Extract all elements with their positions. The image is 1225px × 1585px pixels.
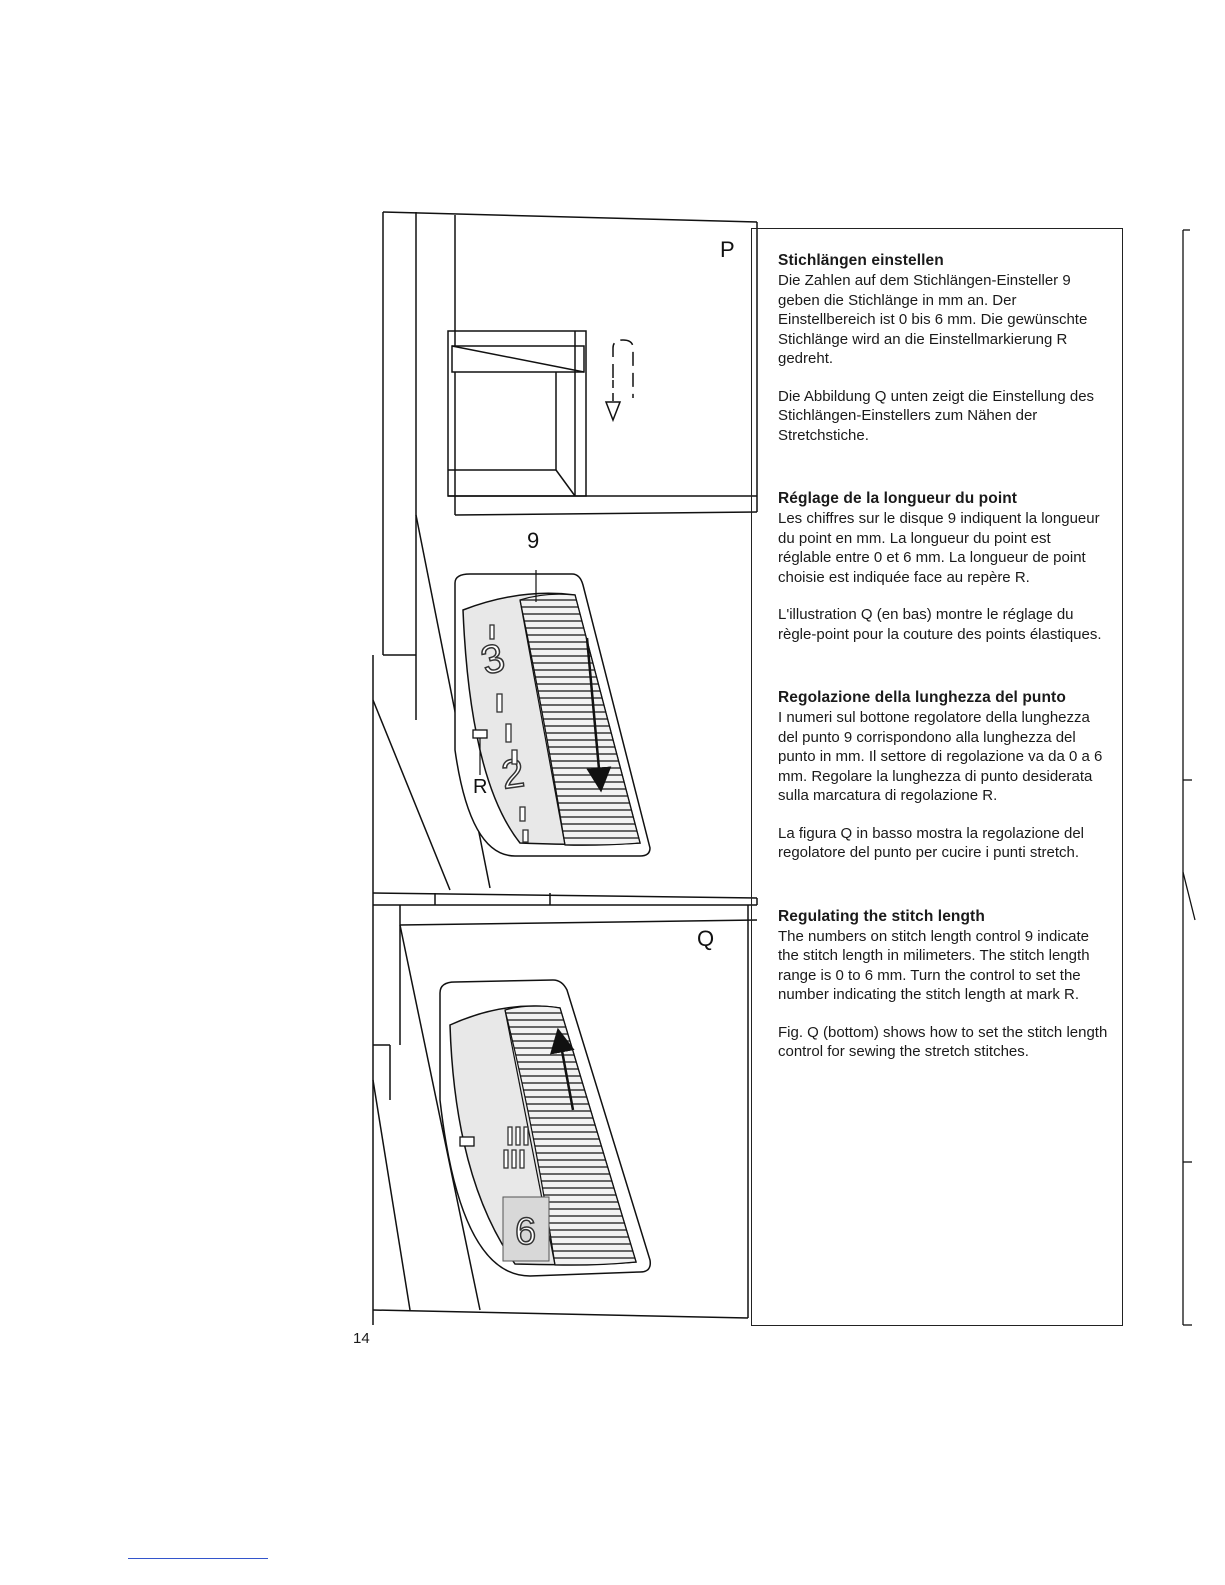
bottom-rule bbox=[128, 1558, 268, 1559]
figure-p bbox=[382, 211, 758, 655]
adjacent-page-edge bbox=[1182, 229, 1196, 1326]
page-number: 14 bbox=[353, 1330, 370, 1347]
section-paragraph: Fig. Q (bottom) shows how to set the sti… bbox=[778, 1023, 1108, 1061]
section-paragraph: Les chiffres sur le disque 9 indiquent l… bbox=[778, 510, 1100, 586]
section-heading: Réglage de la longueur du point bbox=[778, 490, 1018, 507]
section-german: Stichlängen einstellen Die Zahlen auf de… bbox=[778, 251, 1108, 445]
section-paragraph: The numbers on stitch length control 9 i… bbox=[778, 927, 1090, 1004]
section-paragraph: Die Abbildung Q unten zeigt die Einstell… bbox=[778, 387, 1095, 444]
section-english: Regulating the stitch length The numbers… bbox=[778, 907, 1108, 1062]
figure-label-r: R bbox=[473, 776, 487, 798]
section-french: Réglage de la longueur du point Les chif… bbox=[778, 489, 1108, 644]
dial-number-6: 6 bbox=[515, 1211, 536, 1253]
section-paragraph: L'illustration Q (en bas) montre le régl… bbox=[778, 606, 1102, 643]
section-heading: Regulating the stitch length bbox=[778, 907, 985, 925]
section-paragraph: I numeri sul bottone regolatore della lu… bbox=[778, 709, 1103, 804]
stitch-length-dial-top: 3 2 bbox=[462, 570, 641, 846]
text-panel: Stichlängen einstellen Die Zahlen auf de… bbox=[751, 228, 1123, 1326]
figure-label-9: 9 bbox=[527, 528, 539, 553]
section-italian: Regolazione della lunghezza del punto I … bbox=[778, 688, 1108, 863]
section-heading: Regolazione della lunghezza del punto bbox=[778, 689, 1066, 706]
section-heading: Stichlängen einstellen bbox=[778, 252, 944, 269]
figure-q-label: Q bbox=[697, 926, 714, 951]
section-paragraph: La figura Q in basso mostra la regolazio… bbox=[778, 824, 1085, 862]
section-paragraph: Die Zahlen auf dem Stichlängen-Einstelle… bbox=[778, 272, 1088, 367]
stitch-length-dial-bottom: 6 bbox=[449, 1005, 637, 1266]
figure-p-label: P bbox=[720, 237, 735, 262]
